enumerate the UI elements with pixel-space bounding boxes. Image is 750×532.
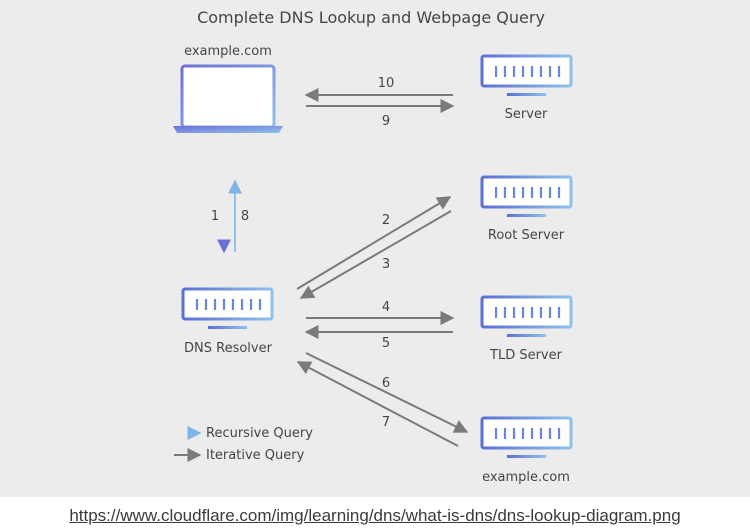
root-server-icon [480,175,573,217]
legend: Recursive Query Iterative Query [174,426,313,463]
dns-resolver-label: DNS Resolver [184,341,273,356]
legend-recursive-label: Recursive Query [206,426,313,441]
root-server-label: Root Server [488,228,565,243]
dns-lookup-diagram: Complete DNS Lookup and Webpage Query ex… [173,8,573,485]
step-8-label: 8 [241,209,249,224]
step-3-label: 3 [382,257,390,272]
step-6-label: 6 [382,376,390,391]
dns-resolver-icon [181,287,274,329]
arrow-step-2 [296,196,452,290]
step-10-label: 10 [378,76,395,91]
arrow-step-3 [299,210,452,299]
step-4-label: 4 [382,300,390,315]
tld-server-label: TLD Server [489,348,563,363]
source-link[interactable]: https://www.cloudflare.com/img/learning/… [69,506,681,525]
tld-server-icon [480,295,573,337]
arrow-step-6 [305,352,469,433]
server-label: Server [505,107,548,122]
step-5-label: 5 [382,336,390,351]
authoritative-server-label: example.com [482,470,570,485]
server-icon [480,54,573,96]
step-1-label: 1 [211,209,219,224]
diagram-title: Complete DNS Lookup and Webpage Query [197,8,545,27]
arrow-step-7 [296,361,459,447]
step-2-label: 2 [382,213,390,228]
step-9-label: 9 [382,114,390,129]
diagram-panel [0,0,750,497]
laptop-label: example.com [184,44,272,59]
authoritative-server-icon [480,416,573,458]
step-7-label: 7 [382,415,390,430]
laptop-icon [173,64,283,133]
legend-iterative-label: Iterative Query [206,448,305,463]
